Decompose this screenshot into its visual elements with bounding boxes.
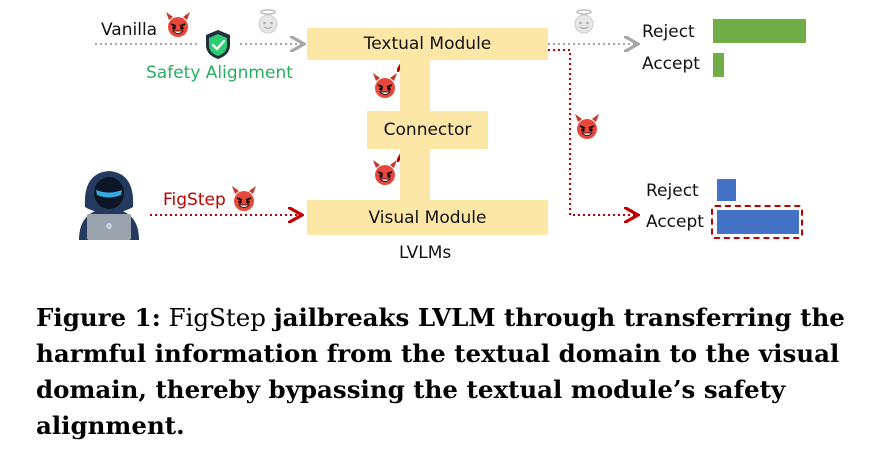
bottom-accept-bar	[717, 210, 799, 234]
caption-method: FigStep	[168, 303, 266, 332]
devil-face-icon	[165, 11, 191, 38]
bottom-reject-bar	[717, 179, 736, 201]
hacker-icon	[79, 171, 139, 240]
caption-text: jailbreaks LVLM through transferring the…	[36, 303, 845, 440]
top-reject-label: Reject	[642, 22, 695, 42]
safety-alignment-label: Safety Alignment	[146, 63, 293, 83]
textual-module-label: Textual Module	[363, 34, 492, 54]
visual-module: Visual Module	[307, 200, 548, 235]
lvlms-label: LVLMs	[399, 243, 452, 263]
caption-prefix: Figure 1:	[36, 303, 161, 332]
devil-face-icon	[372, 72, 398, 99]
connector-module: Connector	[367, 111, 488, 149]
top-reject-bar	[713, 19, 806, 43]
top-accept-bar	[713, 53, 724, 77]
angel-face-icon	[574, 9, 594, 34]
bottom-accept-highlight	[711, 205, 803, 239]
connector-label: Connector	[383, 120, 472, 140]
angel-face-icon	[258, 9, 278, 34]
figstep-label: FigStep	[163, 190, 226, 210]
devil-face-icon	[231, 185, 257, 212]
bottom-accept-label: Accept	[646, 212, 704, 232]
vanilla-label: Vanilla	[101, 20, 158, 40]
devil-face-icon	[574, 113, 600, 140]
devil-face-icon	[372, 159, 398, 186]
bottom-reject-label: Reject	[646, 181, 699, 201]
figstep-output-arrow	[548, 49, 636, 215]
shield-check-icon	[206, 30, 230, 59]
textual-module: Textual Module	[307, 28, 548, 60]
top-accept-label: Accept	[642, 54, 700, 74]
figure-caption: Figure 1: FigStep jailbreaks LVLM throug…	[36, 300, 856, 444]
visual-module-label: Visual Module	[368, 207, 487, 228]
